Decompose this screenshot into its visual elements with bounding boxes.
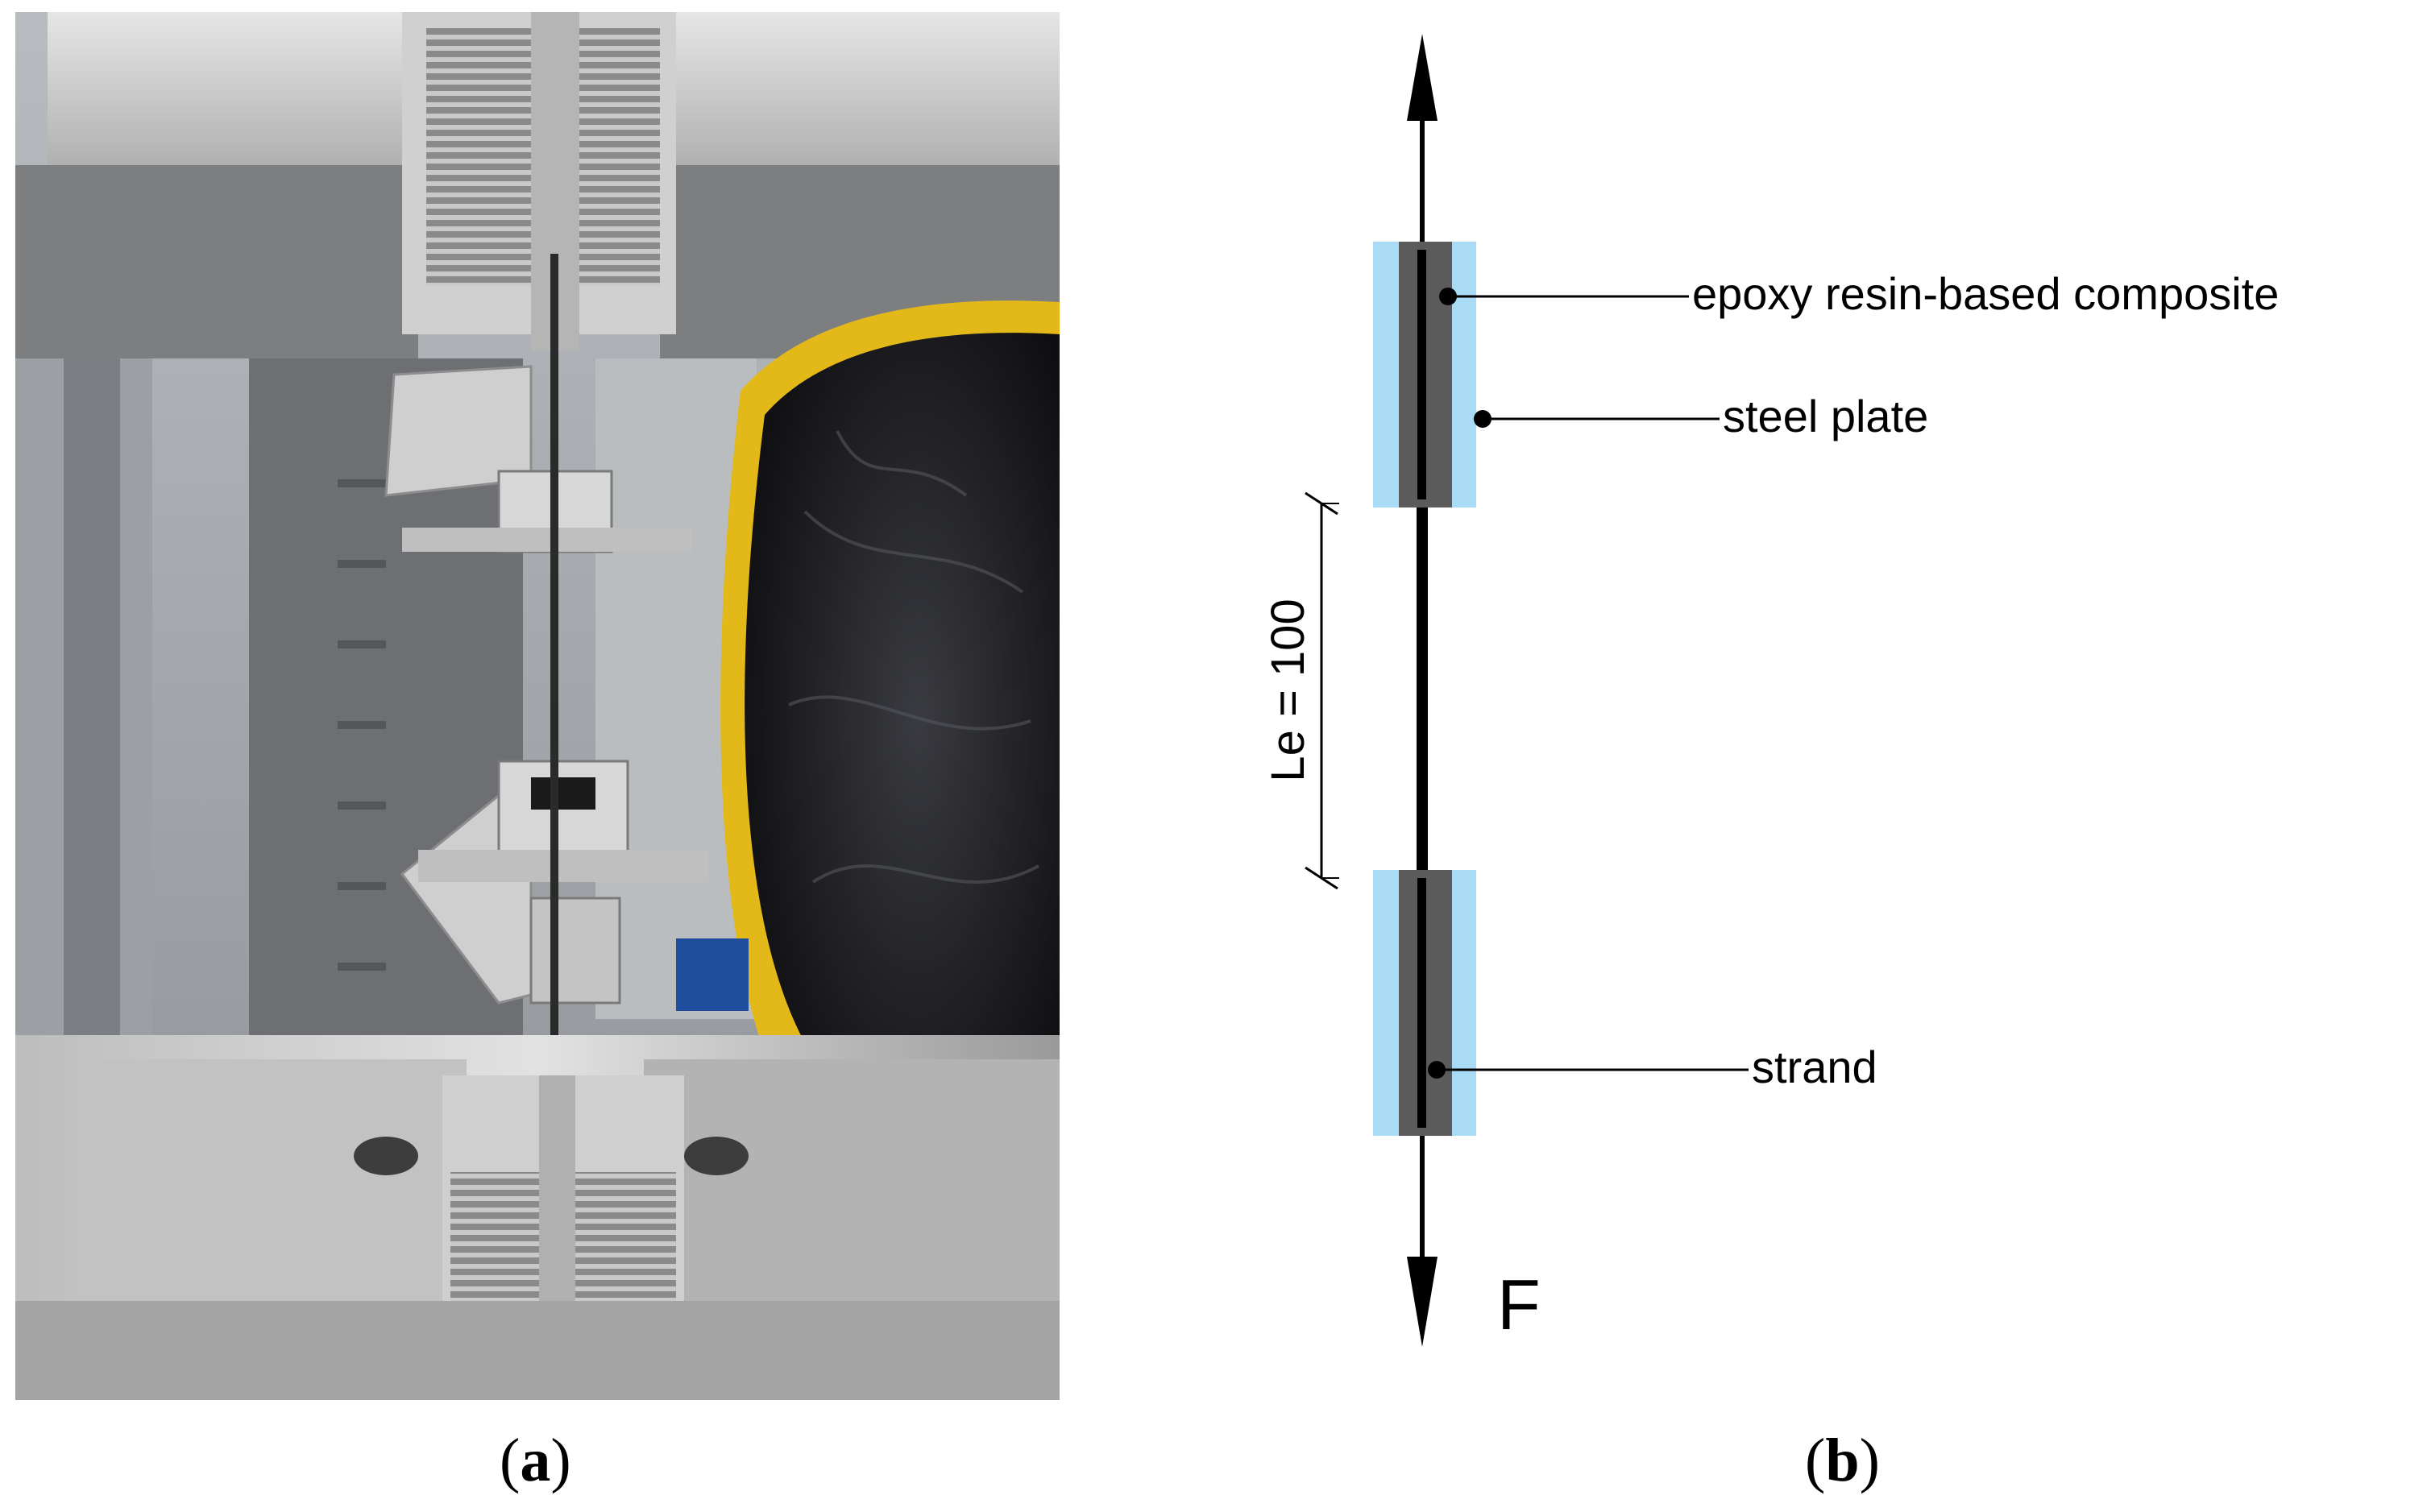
caption-b: (b) (1805, 1427, 1880, 1494)
frame-slots (338, 479, 386, 971)
bottom-right-knob (684, 1137, 749, 1175)
bag-creases (788, 430, 1039, 884)
lower-clip-bar (418, 850, 708, 882)
strand-label: strand (1752, 1042, 1877, 1092)
top-force-arrow-head (1407, 34, 1438, 121)
free-strand (1417, 507, 1428, 870)
strand-specimen (550, 254, 558, 1140)
caption-b-letter: b (1825, 1427, 1860, 1494)
force-label: F (1497, 1265, 1541, 1344)
top-wedge-thread-right (579, 28, 660, 286)
bottom-strand-core (1417, 878, 1426, 1128)
top-left-block (15, 165, 418, 358)
electronics-board (676, 938, 749, 1011)
caption-a: (a) (500, 1427, 571, 1494)
specimen-schematic: Le = 100 epoxy resin-based composite ste… (1209, 0, 2427, 1418)
upper-clip-bar (402, 528, 692, 552)
black-protective-bag (745, 333, 1060, 1181)
left-pillar (64, 358, 120, 1059)
lower-clip-black (531, 777, 595, 810)
bottom-force-arrow-head (1407, 1257, 1438, 1347)
lower-gauge-block (529, 897, 621, 1005)
embed-length-label: Le = 100 (1262, 599, 1314, 781)
top-wedge-thread-left (426, 28, 531, 286)
composite-label: epoxy resin-based composite (1692, 268, 2279, 319)
test-setup-photo (15, 12, 1060, 1400)
bottom-left-knob (354, 1137, 418, 1175)
top-strand-core (1417, 250, 1426, 499)
caption-a-letter: a (520, 1427, 551, 1494)
steel-plate-label: steel plate (1723, 391, 1928, 441)
bottom-floor-plate (15, 1301, 1060, 1400)
